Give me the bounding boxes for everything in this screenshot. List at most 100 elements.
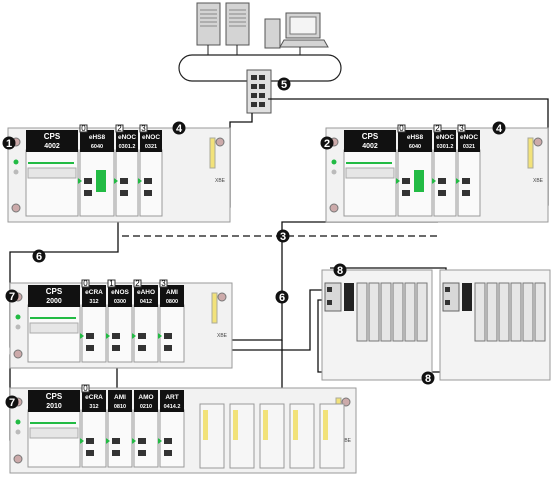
module-cps: CPS 2000 xyxy=(27,285,81,363)
module-model: 0321 xyxy=(463,144,475,150)
module-model: 0800 xyxy=(166,299,178,305)
callout-7: 7 xyxy=(5,395,19,409)
module-model: 6040 xyxy=(91,144,103,150)
module-label: ART xyxy=(165,394,178,401)
module-ami: AMI 0800 3 xyxy=(158,279,185,363)
svg-text:7: 7 xyxy=(9,291,15,303)
module-enoc: eNOC 0301.2 2 xyxy=(432,124,457,217)
callout-7: 7 xyxy=(5,289,19,303)
module-art: ART 0414.2 xyxy=(158,390,185,468)
module-label: eNOC xyxy=(460,134,478,141)
io-module xyxy=(289,403,315,469)
module-label: AMO xyxy=(138,394,153,401)
module-label: CPS xyxy=(44,132,61,141)
module-label: eHS8 xyxy=(407,134,424,141)
slot-number: 0 xyxy=(83,279,88,288)
module-model: 0210 xyxy=(140,404,152,410)
module-ami: AMI 0810 xyxy=(106,390,133,468)
svg-text:4: 4 xyxy=(176,123,183,135)
module-model: 0412 xyxy=(140,299,152,305)
svg-text:8: 8 xyxy=(425,373,431,385)
xbe-label: XBE xyxy=(217,333,228,339)
callouts: 5 1 4 2 4 3 6 6 8 8 7 7 xyxy=(2,77,506,409)
slot-number: 3 xyxy=(161,279,166,288)
workstation-icon xyxy=(264,12,329,49)
io-module xyxy=(229,403,255,469)
server-icon xyxy=(196,2,221,46)
svg-text:4: 4 xyxy=(496,123,503,135)
hsby-led-block xyxy=(414,170,424,192)
module-label: eCRA xyxy=(85,289,103,296)
module-model: 4002 xyxy=(362,143,378,150)
callout-4: 4 xyxy=(492,121,506,135)
server-icon xyxy=(225,2,250,46)
xbe-label: XBE xyxy=(341,438,352,444)
racks: CPS4002eHS860400eNOC0301.22eNOC03213XBEC… xyxy=(7,124,549,474)
module-enoc: eNOC 0321 3 xyxy=(456,124,481,217)
module-model: 2010 xyxy=(46,403,62,410)
svg-text:8: 8 xyxy=(337,265,343,277)
io-module xyxy=(319,403,345,469)
callout-2: 2 xyxy=(320,136,334,150)
io-module xyxy=(199,403,225,469)
module-model: 0414.2 xyxy=(164,404,181,410)
module-label: eNOC xyxy=(118,134,136,141)
module-cps: CPS 4002 xyxy=(25,130,79,217)
slot-number: 0 xyxy=(83,384,88,393)
ethernet-switch-icon xyxy=(246,69,272,114)
module-label: CPS xyxy=(46,287,63,296)
module-label: eAHO xyxy=(137,289,155,296)
slot-number: 2 xyxy=(435,124,440,133)
slot-number: 0 xyxy=(399,124,404,133)
callout-8: 8 xyxy=(421,371,435,385)
svg-text:6: 6 xyxy=(36,251,42,263)
xbe-label: XBE xyxy=(215,178,226,184)
module-label: eNOC xyxy=(142,134,160,141)
slot-number: 0 xyxy=(81,124,86,133)
module-eaho: eAHO 0412 2 xyxy=(132,279,159,363)
slot-number: 3 xyxy=(459,124,464,133)
callout-6: 6 xyxy=(32,249,46,263)
module-ecra: eCRA 312 0 xyxy=(80,279,107,363)
callout-4: 4 xyxy=(172,121,186,135)
callout-1: 1 xyxy=(2,136,16,150)
hsby-led-block xyxy=(96,170,106,192)
svg-text:7: 7 xyxy=(9,397,15,409)
module-model: 0301.2 xyxy=(119,144,136,150)
module-cps: CPS 4002 xyxy=(343,130,397,217)
module-label: AMI xyxy=(114,394,126,401)
module-model: 2000 xyxy=(46,298,62,305)
io-island-2 xyxy=(439,269,551,381)
control-network xyxy=(178,2,342,114)
module-model: 0810 xyxy=(114,404,126,410)
module-label: eHS8 xyxy=(89,134,106,141)
module-enoc: eNOC 0321 3 xyxy=(138,124,163,217)
module-amo: AMO 0210 xyxy=(132,390,159,468)
svg-text:6: 6 xyxy=(279,292,285,304)
module-model: 312 xyxy=(89,404,98,410)
svg-text:2: 2 xyxy=(324,138,330,150)
module-label: eNOS xyxy=(111,289,129,296)
slot-number: 3 xyxy=(141,124,146,133)
module-model: 0301.2 xyxy=(437,144,454,150)
svg-text:5: 5 xyxy=(281,79,287,91)
slot-number: 2 xyxy=(135,279,140,288)
module-label: AMI xyxy=(166,289,178,296)
slot-number: 1 xyxy=(109,279,114,288)
module-model: 0321 xyxy=(145,144,157,150)
callout-6: 6 xyxy=(275,290,289,304)
module-label: CPS xyxy=(362,132,379,141)
module-model: 312 xyxy=(89,299,98,305)
module-label: eNOC xyxy=(436,134,454,141)
callout-8: 8 xyxy=(333,263,347,277)
module-model: 4002 xyxy=(44,143,60,150)
callout-5: 5 xyxy=(277,77,291,91)
callout-3: 3 xyxy=(276,229,290,243)
slot-number: 2 xyxy=(117,124,122,133)
